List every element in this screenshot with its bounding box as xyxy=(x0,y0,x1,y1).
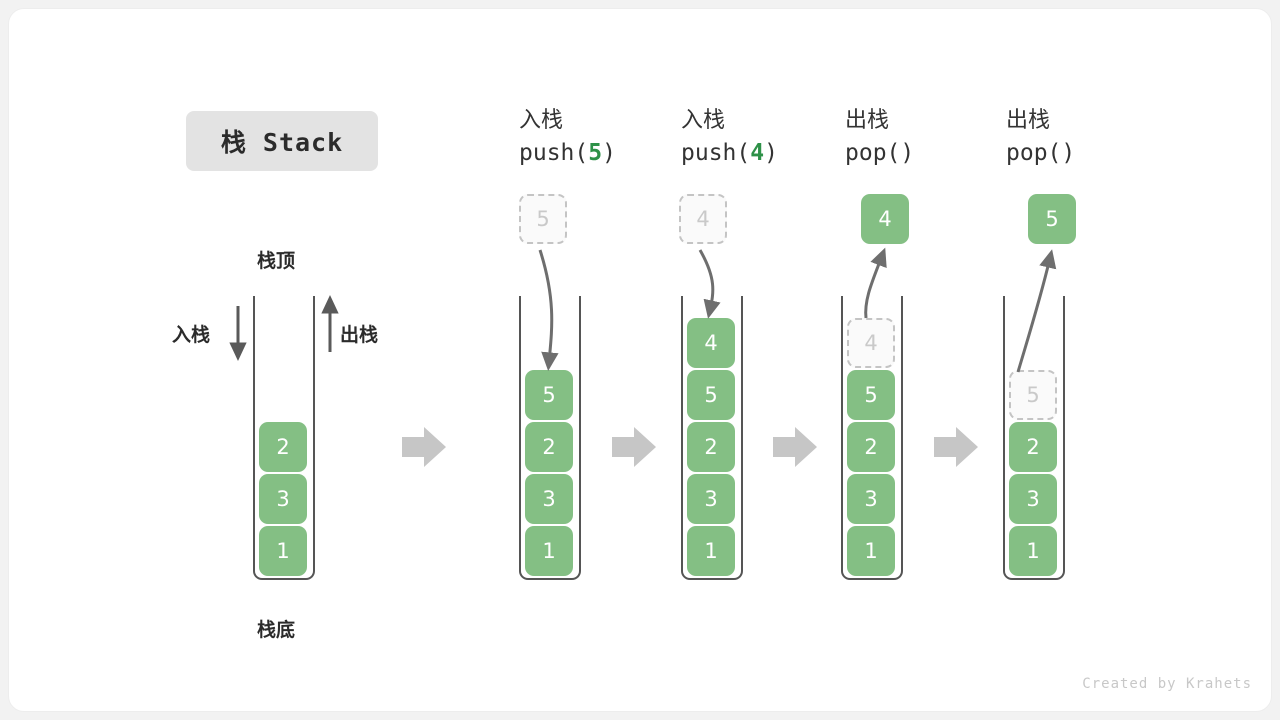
stage-heading-line1: 出栈 xyxy=(1006,108,1051,133)
stack-cell: 1 xyxy=(525,526,573,576)
stack-cell: 1 xyxy=(687,526,735,576)
stage-heading-line1: 入栈 xyxy=(681,108,726,133)
stack-cell: 3 xyxy=(1009,474,1057,524)
stack-cell: 3 xyxy=(259,474,307,524)
stack-container-push5 xyxy=(519,296,581,580)
push-direction-label: 入栈 xyxy=(172,324,211,346)
stack-cell: 1 xyxy=(259,526,307,576)
stack-container-push4 xyxy=(681,296,743,580)
stack-ghost-cell: 5 xyxy=(1009,370,1057,420)
stack-container-pop1 xyxy=(841,296,903,580)
stage-heading-line2: push(4) xyxy=(681,136,881,170)
stage-heading-line1: 出栈 xyxy=(845,108,890,133)
floating-cell: 4 xyxy=(861,194,909,244)
stage-heading-line2: pop() xyxy=(845,136,1045,170)
stage-heading-line2: push(5) xyxy=(519,136,719,170)
call-prefix: push( xyxy=(519,140,589,166)
floating-cell: 5 xyxy=(519,194,567,244)
stage-heading: 出栈 pop() xyxy=(1006,106,1206,170)
stage-heading: 出栈 pop() xyxy=(845,106,1045,170)
watermark: Created by Krahets xyxy=(1082,676,1252,692)
call-suffix: ) xyxy=(900,140,915,166)
stage-heading: 入栈 push(4) xyxy=(681,106,881,170)
stack-container-pop2 xyxy=(1003,296,1065,580)
call-argument: 5 xyxy=(588,140,603,166)
stage-heading-line1: 入栈 xyxy=(519,108,564,133)
stack-ghost-cell: 4 xyxy=(847,318,895,368)
stack-cell: 3 xyxy=(847,474,895,524)
stage-heading: 入栈 push(5) xyxy=(519,106,719,170)
stack-cell: 2 xyxy=(259,422,307,472)
stack-container-base xyxy=(253,296,315,580)
pop-direction-label: 出栈 xyxy=(340,324,379,346)
stack-cell: 1 xyxy=(847,526,895,576)
stack-cell: 4 xyxy=(687,318,735,368)
stack-cell: 2 xyxy=(1009,422,1057,472)
stack-cell: 5 xyxy=(847,370,895,420)
call-argument: 4 xyxy=(750,140,765,166)
call-prefix: pop( xyxy=(1006,140,1062,166)
call-prefix: push( xyxy=(681,140,751,166)
call-prefix: pop( xyxy=(845,140,901,166)
stack-cell: 5 xyxy=(687,370,735,420)
call-suffix: ) xyxy=(602,140,616,166)
stack-cell: 2 xyxy=(525,422,573,472)
floating-cell: 4 xyxy=(679,194,727,244)
stack-cell: 2 xyxy=(687,422,735,472)
call-suffix: ) xyxy=(764,140,778,166)
stack-cell: 5 xyxy=(525,370,573,420)
call-suffix: ) xyxy=(1061,140,1076,166)
stack-cell: 3 xyxy=(687,474,735,524)
stack-top-label: 栈顶 xyxy=(257,250,296,272)
floating-cell: 5 xyxy=(1028,194,1076,244)
stage-heading-line2: pop() xyxy=(1006,136,1206,170)
stack-cell: 2 xyxy=(847,422,895,472)
page-title: 栈 Stack xyxy=(186,111,378,171)
stack-cell: 1 xyxy=(1009,526,1057,576)
stack-bottom-label: 栈底 xyxy=(257,619,296,641)
stack-cell: 3 xyxy=(525,474,573,524)
